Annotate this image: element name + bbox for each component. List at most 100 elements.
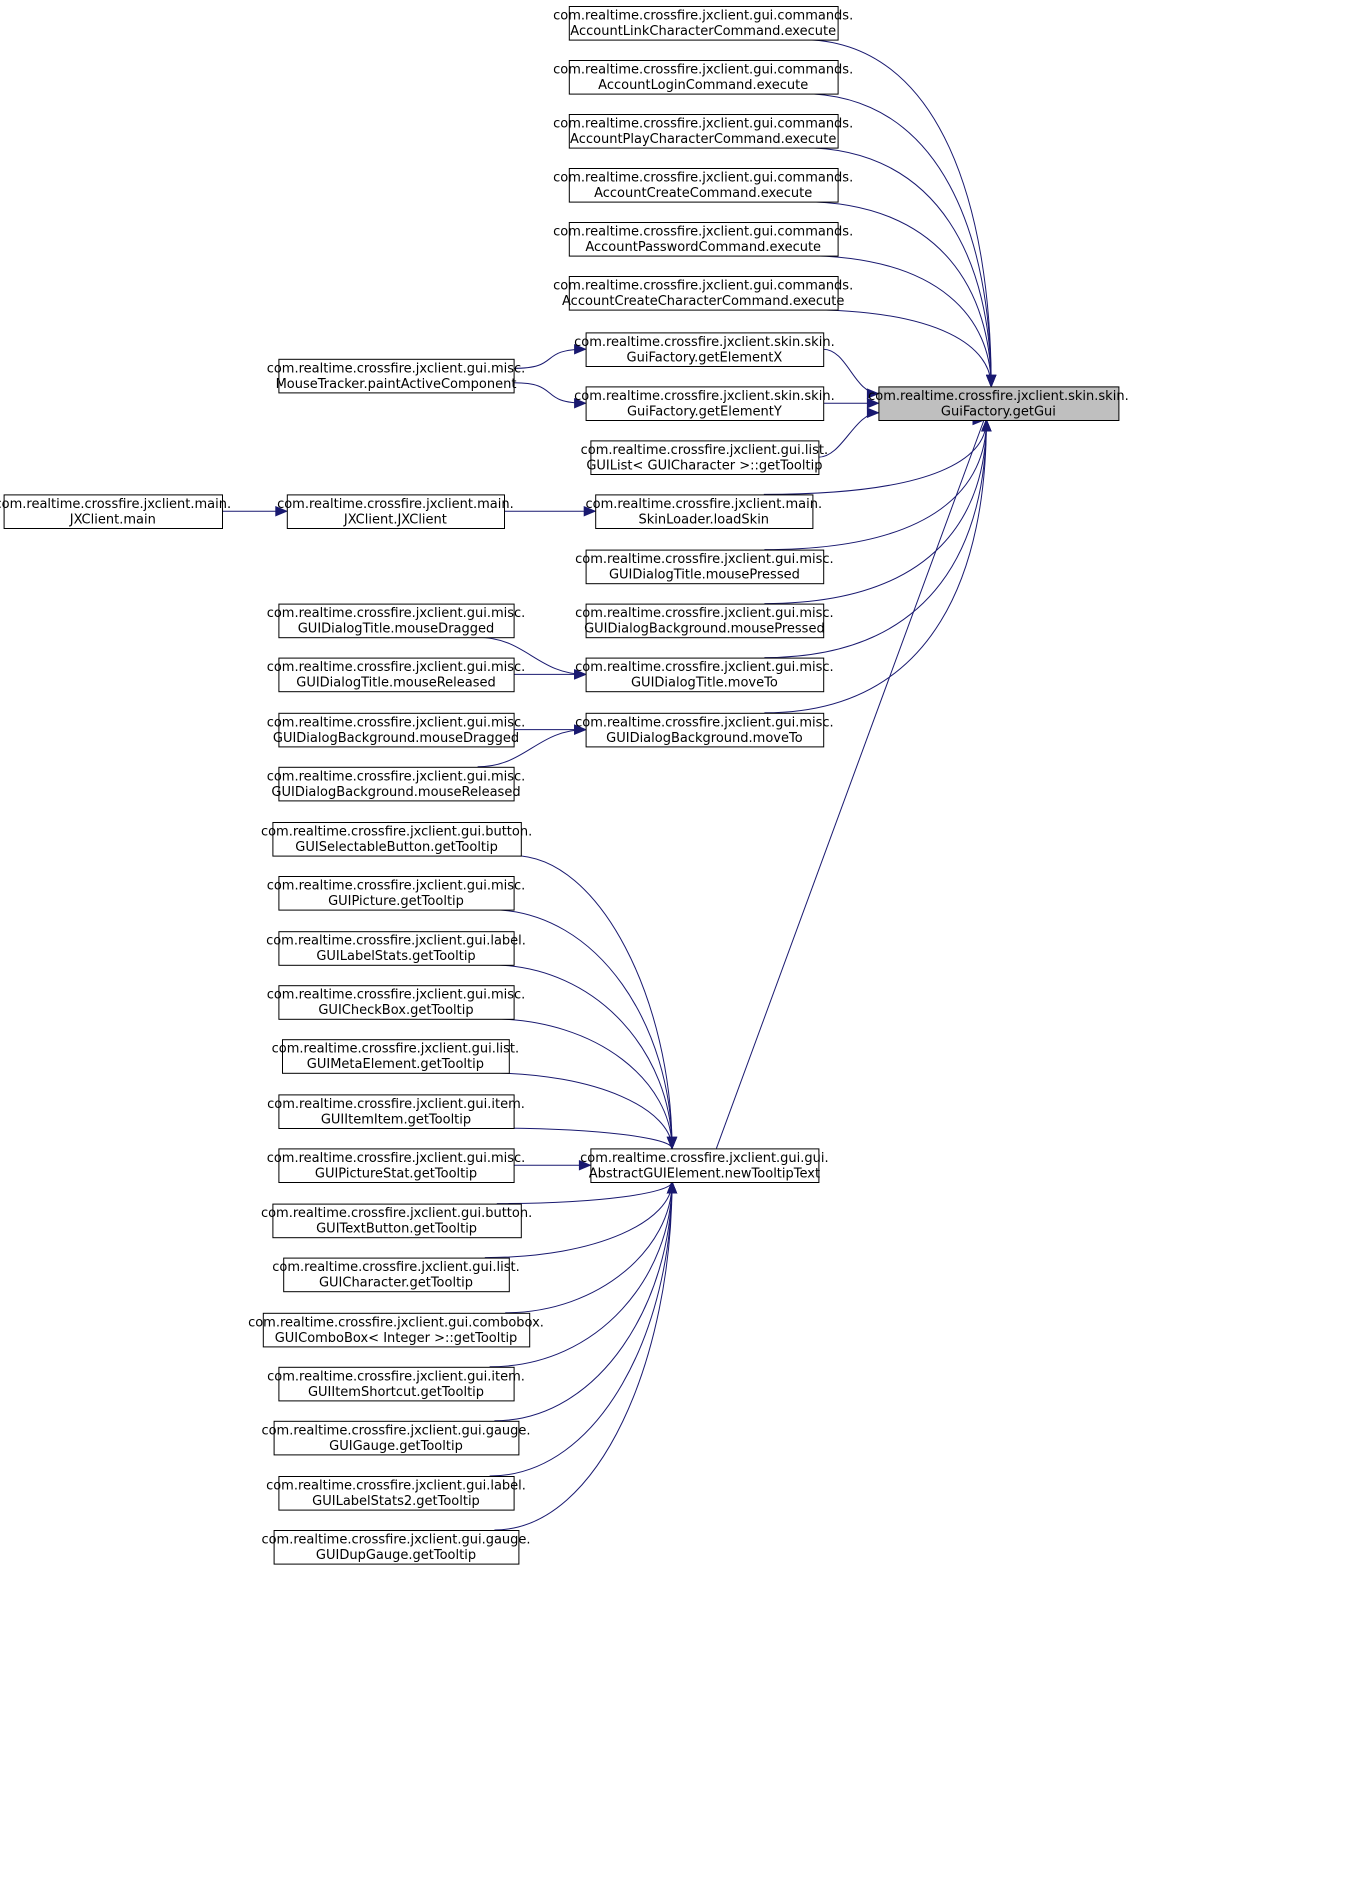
graph-node[interactable]: com.realtime.crossfire.jxclient.gui.comm… [553,168,853,203]
graph-node[interactable]: com.realtime.crossfire.jxclient.gui.comm… [553,6,853,41]
node-box[interactable] [278,1094,515,1130]
focus-node-box[interactable] [878,386,1120,421]
graph-node[interactable]: com.realtime.crossfire.jxclient.gui.butt… [261,1203,532,1239]
arrowhead-n36-to-n15 [666,1180,678,1194]
graph-node[interactable]: com.realtime.crossfire.jxclient.gui.misc… [267,712,526,748]
node-box[interactable] [278,931,515,966]
graph-node[interactable]: com.realtime.crossfire.jxclient.main.JXC… [277,494,514,529]
node-box[interactable] [568,60,839,95]
graph-node[interactable]: com.realtime.crossfire.jxclient.gui.labe… [266,931,526,966]
node-box[interactable] [568,276,839,311]
graph-node[interactable]: com.realtime.crossfire.jxclient.gui.labe… [266,1476,526,1511]
node-label-line: GUIDialogTitle.mousePressed [609,568,800,583]
graph-node[interactable]: com.realtime.crossfire.jxclient.gui.misc… [267,358,526,394]
arrowhead-n6-to-n0 [985,374,997,388]
node-box[interactable] [568,6,839,41]
graph-node[interactable]: com.realtime.crossfire.jxclient.skin.ski… [868,386,1129,421]
node-box[interactable] [3,494,223,529]
graph-node[interactable]: com.realtime.crossfire.jxclient.gui.misc… [267,603,526,639]
graph-node[interactable]: com.realtime.crossfire.jxclient.gui.list… [272,1257,520,1293]
node-label-line: SkinLoader.loadSkin [639,512,770,527]
graph-node[interactable]: com.realtime.crossfire.jxclient.gui.misc… [575,603,834,639]
node-box[interactable] [568,222,839,257]
node-box[interactable] [278,358,515,394]
node-label-line: GUILabelStats.getTooltip [316,949,475,964]
node-box[interactable] [278,1366,515,1402]
node-box[interactable] [568,168,839,203]
node-label-line: com.realtime.crossfire.jxclient.gui.misc… [575,660,834,675]
graph-node[interactable]: com.realtime.crossfire.jxclient.gui.comb… [248,1312,544,1348]
node-box[interactable] [278,766,515,802]
node-label-line: GUIDialogTitle.mouseDragged [298,622,495,637]
node-label-line: com.realtime.crossfire.jxclient.main. [585,497,822,512]
node-label-line: com.realtime.crossfire.jxclient.skin.ski… [574,389,835,404]
arrowhead-n20-to-n13 [574,669,587,680]
graph-node[interactable]: com.realtime.crossfire.jxclient.gui.misc… [267,766,526,802]
graph-node[interactable]: com.realtime.crossfire.jxclient.gui.comm… [553,114,853,149]
node-box[interactable] [278,603,515,639]
node-box[interactable] [283,1257,510,1293]
node-box[interactable] [278,712,515,748]
node-label-line: GUIDialogBackground.moveTo [606,731,803,746]
graph-node[interactable]: com.realtime.crossfire.jxclient.gui.item… [267,1366,525,1402]
arrowhead-n17-to-n10 [583,505,597,517]
graph-node[interactable]: com.realtime.crossfire.jxclient.gui.gui.… [580,1148,829,1184]
node-box[interactable] [273,1420,520,1456]
graph-node[interactable]: com.realtime.crossfire.jxclient.main.JXC… [0,494,231,529]
graph-node[interactable]: com.realtime.crossfire.jxclient.gui.misc… [575,549,834,585]
node-box[interactable] [568,114,839,149]
graph-node[interactable]: com.realtime.crossfire.jxclient.gui.list… [272,1039,520,1074]
node-label-line: com.realtime.crossfire.jxclient.gui.comm… [553,9,853,24]
graph-node[interactable]: com.realtime.crossfire.jxclient.gui.comm… [553,276,853,311]
graph-node[interactable]: com.realtime.crossfire.jxclient.gui.misc… [267,657,526,693]
node-label-line: GUILabelStats2.getTooltip [312,1494,480,1509]
node-label-line: com.realtime.crossfire.jxclient.gui.misc… [267,606,526,621]
arrowhead-n28-to-n15 [666,1136,678,1150]
node-box[interactable] [286,494,505,529]
node-box[interactable] [595,494,814,529]
graph-node[interactable]: com.realtime.crossfire.jxclient.gui.misc… [575,657,834,693]
node-box[interactable] [272,822,522,857]
node-box[interactable] [585,603,825,639]
graph-node[interactable]: com.realtime.crossfire.jxclient.gui.list… [581,440,829,475]
node-box[interactable] [282,1039,510,1074]
graph-node[interactable]: com.realtime.crossfire.jxclient.gui.comm… [553,222,853,257]
graph-node[interactable]: com.realtime.crossfire.jxclient.gui.misc… [267,876,526,911]
node-label-line: GUIDialogTitle.mouseReleased [296,676,496,691]
graph-node[interactable]: com.realtime.crossfire.jxclient.skin.ski… [574,332,835,367]
node-box[interactable] [278,1148,515,1184]
node-box[interactable] [585,712,825,748]
node-box[interactable] [273,1530,520,1565]
node-box[interactable] [585,332,825,367]
graph-node[interactable]: com.realtime.crossfire.jxclient.gui.misc… [267,1148,526,1184]
node-label-line: com.realtime.crossfire.jxclient.gui.list… [272,1042,520,1057]
node-box[interactable] [585,657,825,693]
node-box[interactable] [262,1312,531,1348]
node-label-line: GUIDialogBackground.mouseDragged [273,731,519,746]
graph-node[interactable]: com.realtime.crossfire.jxclient.gui.gaug… [261,1420,531,1456]
graph-node[interactable]: com.realtime.crossfire.jxclient.gui.comm… [553,60,853,95]
graph-node[interactable]: com.realtime.crossfire.jxclient.gui.gaug… [261,1530,531,1565]
node-label-line: AccountLinkCharacterCommand.execute [570,24,836,39]
node-box[interactable] [590,1148,820,1184]
node-label-line: GuiFactory.getElementY [627,404,782,419]
edge-n14-to-n0 [764,419,987,714]
node-box[interactable] [585,386,825,421]
graph-node[interactable]: com.realtime.crossfire.jxclient.gui.item… [267,1094,525,1130]
node-label-line: com.realtime.crossfire.jxclient.gui.gaug… [261,1423,530,1438]
node-box[interactable] [278,876,515,911]
node-box[interactable] [278,1476,515,1511]
node-box[interactable] [278,985,515,1020]
node-label-line: com.realtime.crossfire.jxclient.gui.comm… [553,225,853,240]
graph-node[interactable]: com.realtime.crossfire.jxclient.gui.misc… [267,985,526,1020]
graph-node[interactable]: com.realtime.crossfire.jxclient.gui.butt… [261,822,532,857]
graph-node[interactable]: com.realtime.crossfire.jxclient.main.Ski… [585,494,822,529]
edge-n4-to-n0 [801,201,992,387]
graph-node[interactable]: com.realtime.crossfire.jxclient.skin.ski… [574,386,835,421]
node-box[interactable] [272,1203,522,1239]
node-box[interactable] [585,549,825,585]
graph-node[interactable]: com.realtime.crossfire.jxclient.gui.misc… [575,712,834,748]
arrowhead-n18-to-n17 [275,505,289,517]
node-box[interactable] [590,440,820,475]
node-box[interactable] [278,657,515,693]
